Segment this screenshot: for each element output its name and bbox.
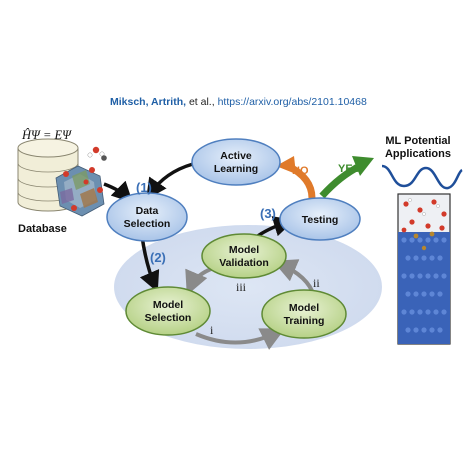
svg-text:Model: Model [153, 299, 183, 311]
citation-link[interactable]: https://arxiv.org/abs/2101.10468 [217, 96, 367, 108]
substep-ii-label: ii [313, 276, 320, 290]
arrow-model-selection-to-model-training [195, 328, 286, 350]
svg-text:Data: Data [136, 205, 159, 217]
ml-applications-title-line1: ML Potential [385, 135, 450, 147]
arrow-active-learning-to-data-selection [146, 162, 194, 200]
svg-text:Model: Model [289, 302, 319, 314]
arrow-database-to-data-selection [103, 180, 133, 203]
schrodinger-equation: ĤΨ = EΨ [21, 128, 72, 142]
citation-etal: et al., [186, 96, 218, 108]
step-3-label: (3) [260, 206, 276, 221]
svg-text:Testing: Testing [302, 214, 339, 226]
potential-energy-curve-icon [381, 164, 463, 190]
arrow-yes-testing-to-applications [319, 156, 374, 199]
arrow-no-testing-to-active-learning [276, 156, 316, 199]
simulation-box-icon [397, 193, 451, 345]
substep-i-label: i [210, 323, 214, 337]
node-model-selection: Model Selection [125, 286, 211, 336]
svg-text:Validation: Validation [219, 257, 269, 269]
crystal-structure-icon [55, 146, 107, 217]
node-data-selection: Data Selection [106, 192, 188, 242]
no-label: NO [292, 165, 309, 177]
svg-text:Model: Model [229, 244, 259, 256]
svg-text:Selection: Selection [145, 312, 192, 324]
node-model-validation: Model Validation [201, 233, 287, 279]
citation: Miksch, Artrith, et al., https://arxiv.o… [110, 96, 367, 108]
step-2-label: (2) [150, 250, 166, 265]
svg-text:Active: Active [220, 150, 252, 162]
substep-iii-label: iii [236, 280, 247, 294]
node-active-learning: Active Learning [191, 138, 281, 186]
yes-label: YES [338, 163, 360, 175]
svg-text:Training: Training [284, 315, 325, 327]
database-label: Database [18, 223, 67, 235]
svg-text:Learning: Learning [214, 163, 258, 175]
citation-authors: Miksch, Artrith, [110, 96, 187, 108]
step-1-label: (1) [136, 180, 152, 195]
node-testing: Testing [279, 197, 361, 241]
svg-text:Selection: Selection [124, 218, 171, 230]
node-model-training: Model Training [261, 289, 347, 339]
ml-applications-title-line2: Applications [385, 148, 451, 160]
